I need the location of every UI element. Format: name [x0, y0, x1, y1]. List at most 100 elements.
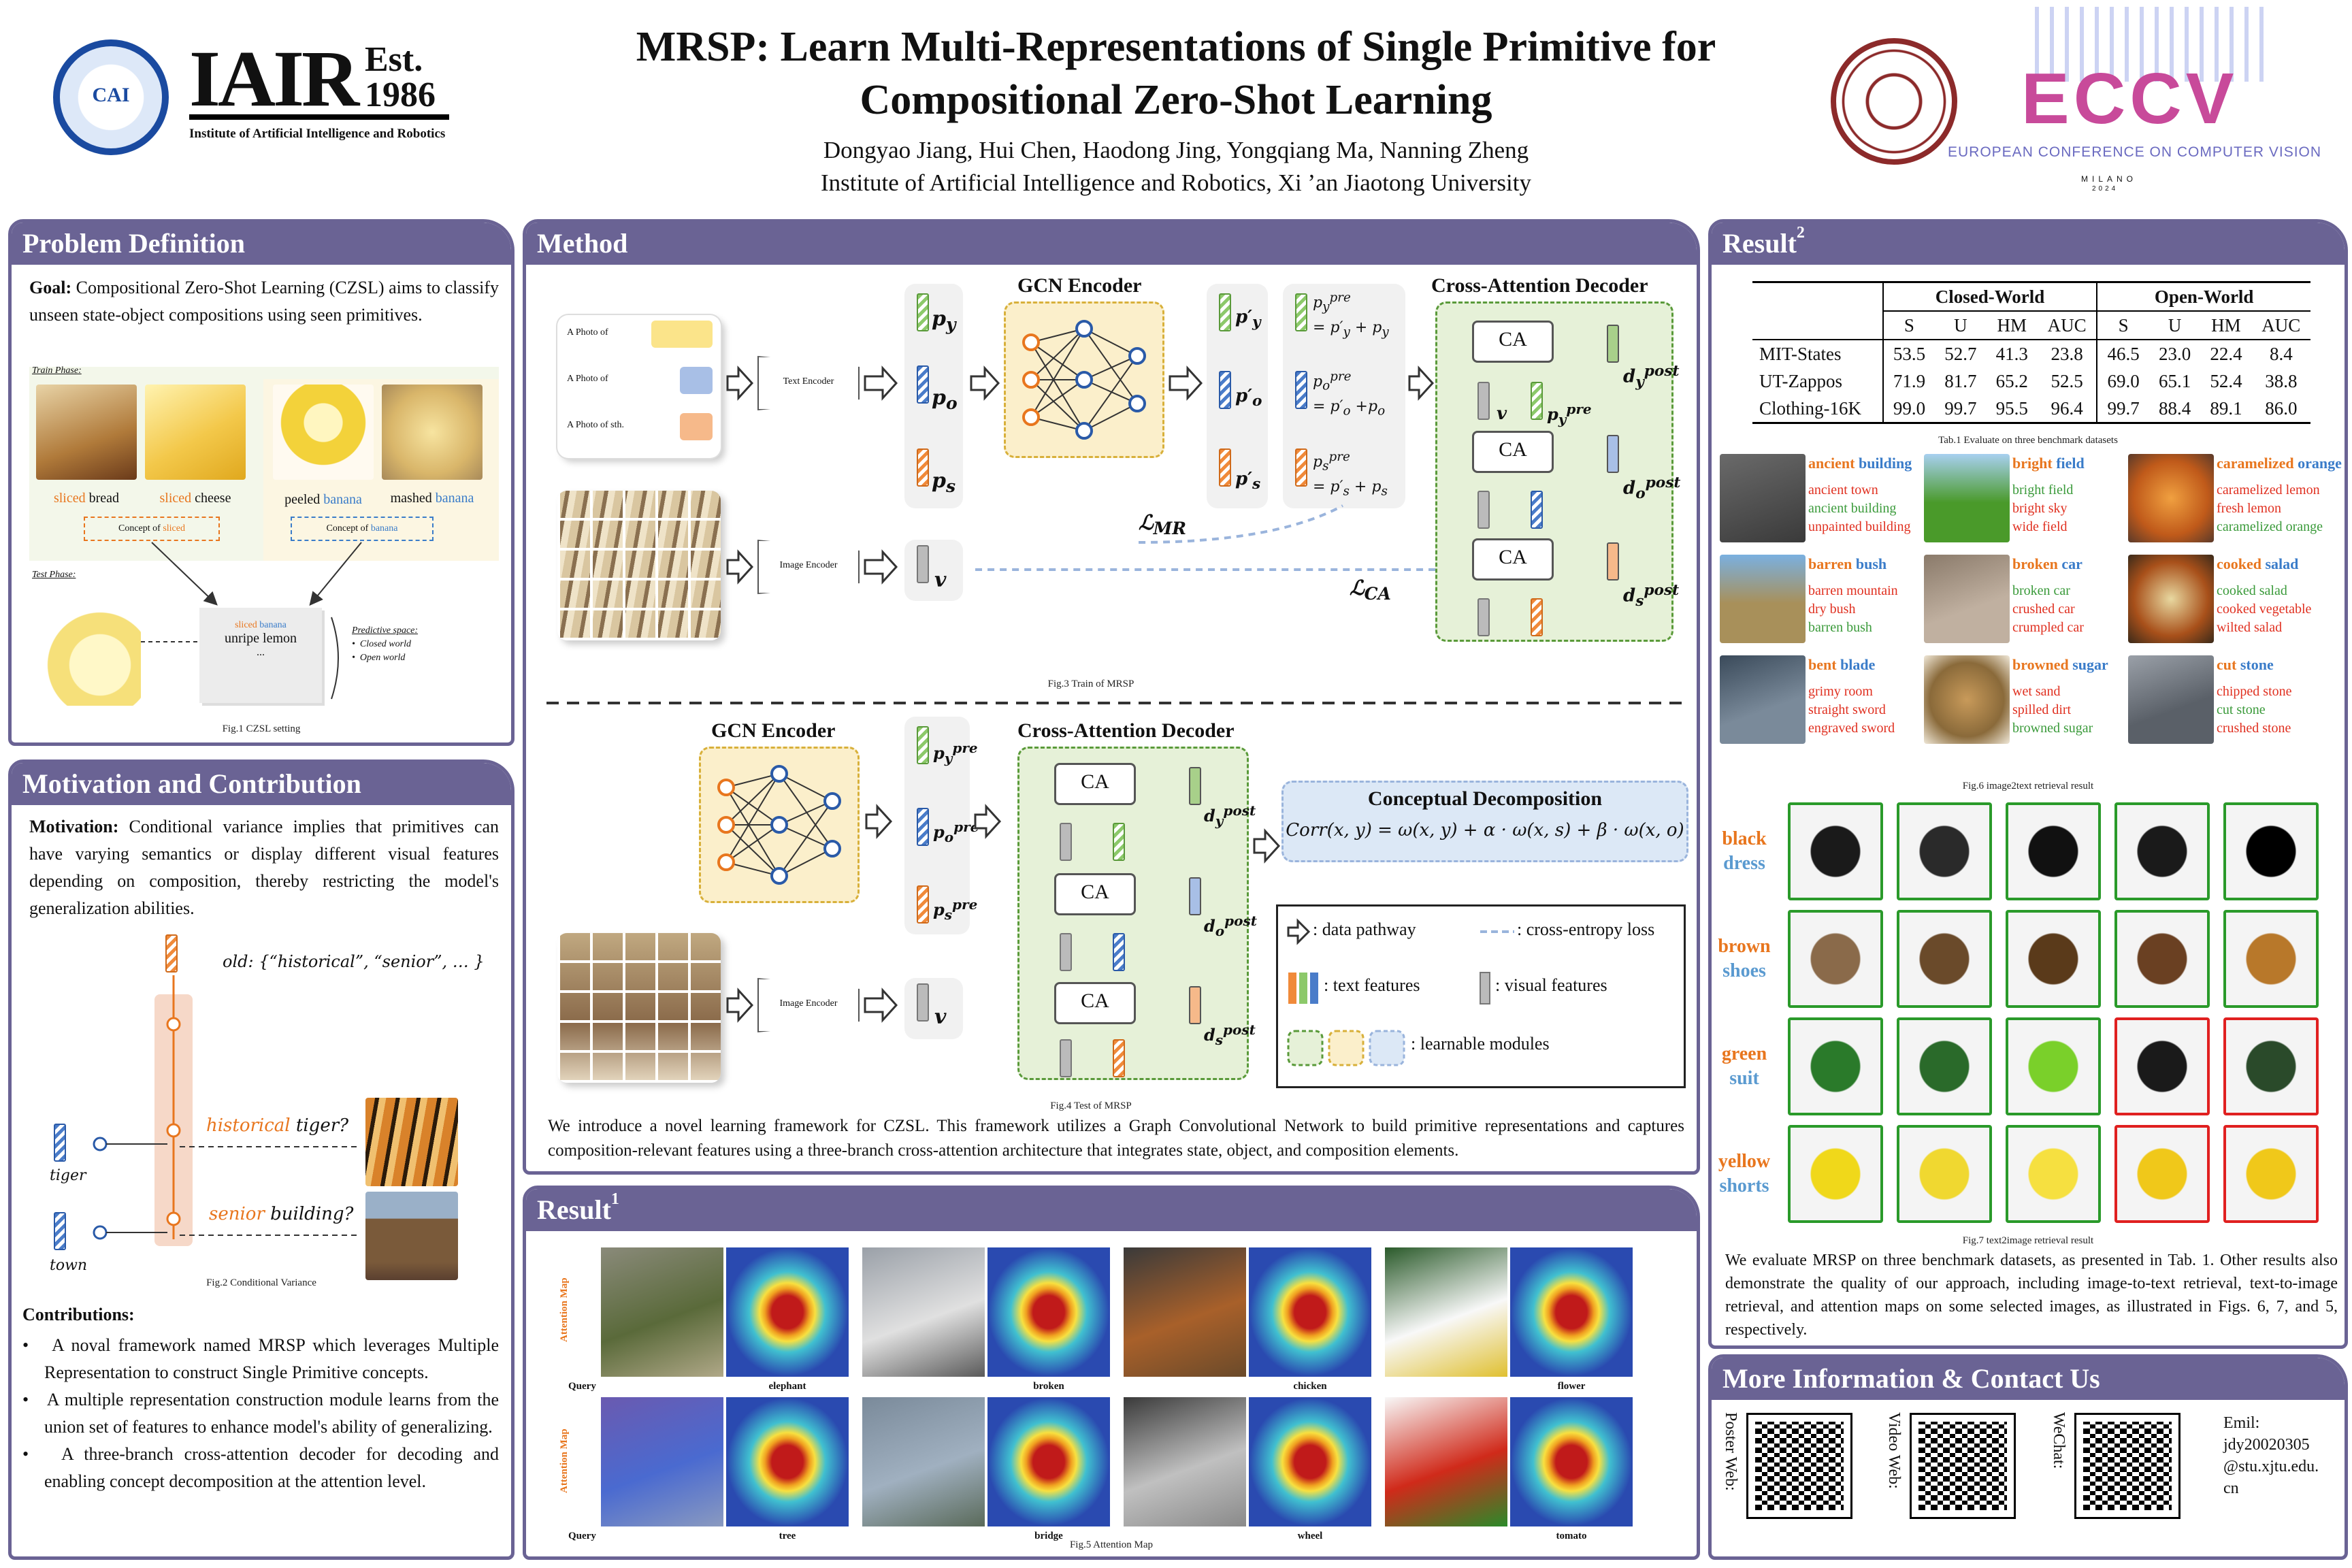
text-feature-o [917, 365, 929, 404]
result2-description: We evaluate MRSP on three benchmark data… [1725, 1252, 2338, 1339]
object-word: orange [2293, 455, 2342, 472]
image-sliced-bread [36, 385, 137, 480]
object-word: banana [435, 491, 474, 506]
query-image [601, 1397, 723, 1526]
query-image [1124, 1397, 1246, 1526]
object-word: building [1855, 455, 1912, 472]
state-word: black [1722, 828, 1767, 849]
test-ca-input-s [1113, 1039, 1125, 1077]
affiliation: Institute of Artificial Intelligence and… [821, 169, 1531, 196]
attention-row1-label: flower [1557, 1381, 1586, 1392]
prompt-token-y [651, 321, 713, 348]
ca-input-o [1531, 491, 1543, 529]
retrieved-text: crushed car [2012, 602, 2075, 617]
py-prime-label: p′y [1235, 307, 1261, 331]
text-encoder-label: Text Encoder [783, 376, 834, 387]
ca-block-o: CA [1472, 431, 1554, 473]
email-line-3[interactable]: cn [2223, 1480, 2239, 1497]
test-pre-o [917, 808, 929, 846]
historical-tiger-query: historical tiger? [206, 1115, 348, 1136]
closed-world-label: Closed world [359, 639, 411, 649]
gcn-encoder-title: GCN Encoder [1017, 274, 1142, 297]
object-word: car [2057, 555, 2082, 572]
goal-paragraph: Goal: Compositional Zero-Shot Learning (… [29, 274, 499, 329]
retrieved-text: ancient town [1808, 483, 1878, 497]
legend-learnable: : learnable modules [1411, 1034, 1550, 1054]
cai-logo-text: CAI [92, 84, 130, 106]
test-ps-pre-label: pspre [933, 896, 978, 923]
test-post-o [1189, 877, 1201, 915]
retrieved-text: engraved sword [1808, 721, 1895, 736]
ps-pre-eq: pspre= p′s + ps [1313, 450, 1388, 499]
visual-input-2 [1477, 491, 1490, 529]
image-encoder-label: Image Encoder [779, 560, 838, 570]
heatmap-image [726, 1247, 849, 1377]
predictive-card: sliced banana unripe lemon ... [199, 608, 322, 703]
retrieved-text: crumpled car [2012, 620, 2084, 635]
retrieval-query-label: broken car [2012, 555, 2082, 573]
gcn-feature-y [1219, 293, 1231, 331]
gcn-network-icon [1022, 320, 1146, 440]
table-column-header: AUC [2261, 315, 2301, 336]
table-corner [1752, 282, 1883, 312]
table-column-header: U [2168, 315, 2182, 336]
po-label: po [932, 386, 958, 413]
email-line-2[interactable]: @stu.xjtu.edu. [2223, 1458, 2319, 1475]
poster-qr-code-icon[interactable] [1746, 1413, 1852, 1519]
test-ca-block-y: CA [1054, 763, 1136, 805]
email-line-1[interactable]: jdy20020305 [2223, 1436, 2310, 1454]
table-cell: 89.1 [2210, 398, 2242, 419]
motivation-paragraph: Motivation: Conditional variance implies… [29, 813, 499, 922]
contributions-list: • A noval framework named MRSP which lev… [22, 1332, 499, 1495]
senior-building-query: senior building? [209, 1204, 353, 1224]
fig3-caption: Fig.3 Train of MRSP [1047, 679, 1134, 689]
test-ca-input-o [1113, 933, 1125, 971]
test-visual-feature-v [917, 983, 929, 1022]
ca-input-y [1531, 382, 1543, 420]
retrieved-text: wide field [2012, 519, 2068, 534]
ps-prime-label: p′s [1235, 469, 1261, 493]
table-cell: 99.7 [2096, 395, 2149, 423]
t2i-result-image [2006, 802, 2101, 900]
retrieved-text: chipped stone [2217, 684, 2292, 699]
visual-feature-box-test [904, 978, 963, 1039]
object-word: sugar [2068, 656, 2108, 673]
retrieved-text: broken car [2012, 583, 2070, 598]
iair-logo: IAIR [189, 34, 359, 123]
attention-map-row-label-2: Attention Map [559, 1428, 570, 1494]
table-cell: 53.5 [1882, 340, 1936, 368]
table-cell: 71.9 [1882, 368, 1936, 395]
dataset-name: MIT-States [1759, 344, 1842, 364]
label-mashed-banana: mashed banana [382, 491, 483, 506]
image-mashed-banana [382, 385, 483, 480]
cai-logo: CAI [53, 39, 169, 155]
wechat-qr-code-icon[interactable] [2074, 1413, 2180, 1519]
fig7-caption: Fig.7 text2image retrieval result [1962, 1235, 2094, 1246]
paper-title-line2: Compositional Zero-Shot Learning [860, 77, 1492, 123]
gcn-encoder-title-test: GCN Encoder [711, 719, 836, 742]
state-word: mashed [390, 491, 432, 506]
retrieval-query-label: cut stone [2217, 655, 2274, 674]
result1-heading-sup: 1 [610, 1190, 619, 1208]
eccv-logo: ECCV [2021, 59, 2238, 139]
ca-py-pre-label: pypre [1547, 401, 1592, 427]
table-cell: 95.5 [1995, 398, 2028, 419]
motivation-label: Motivation: [29, 817, 119, 836]
concept-word: sliced [163, 523, 185, 534]
query-label: Query [568, 1381, 596, 1392]
problem-definition-panel: Problem Definition Goal: Compositional Z… [8, 219, 514, 746]
contact-panel: More Information & Contact Us Poster Web… [1708, 1354, 2348, 1560]
retrieval-query-label: caramelized orange [2217, 454, 2342, 472]
contributions-label: Contributions: [22, 1305, 135, 1324]
goal-label: Goal: [29, 278, 72, 297]
query-image [1385, 1397, 1507, 1526]
video-qr-code-icon[interactable] [1910, 1413, 2016, 1519]
town-label: town [50, 1257, 88, 1274]
retrieval-query-image [1924, 655, 2010, 744]
state-word: cut [2217, 656, 2237, 673]
test-post-s [1189, 986, 1201, 1024]
